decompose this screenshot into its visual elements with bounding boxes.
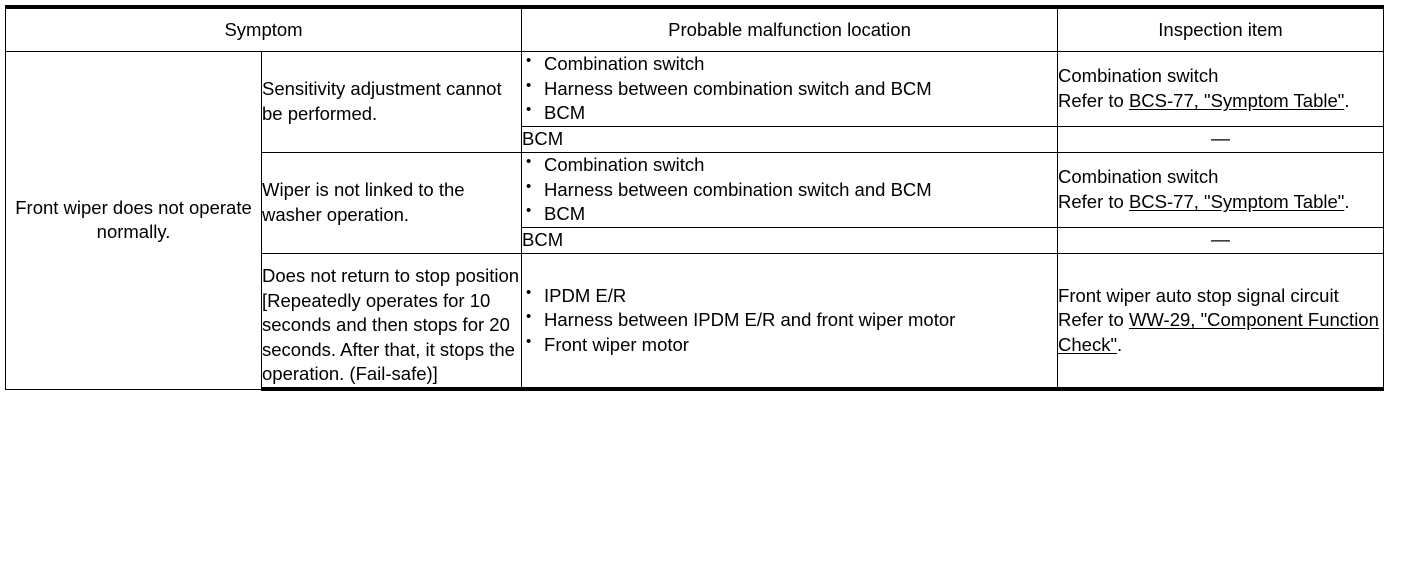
inspection-reference: Refer to BCS-77, "Symptom Table".	[1058, 89, 1383, 114]
inspection-cell: Combination switch Refer to BCS-77, "Sym…	[1057, 152, 1385, 228]
sub-symptom-label: Sensitivity adjustment cannot be perform…	[262, 78, 502, 125]
inspection-line: Combination switch	[1058, 65, 1219, 87]
location-cell: BCM	[521, 125, 1059, 154]
sub-symptom-label: Does not return to stop position [Repeat…	[262, 265, 520, 385]
refer-prefix: Refer to	[1058, 89, 1129, 111]
table-row: BCM —	[6, 226, 1385, 255]
reference-link[interactable]: BCS-77, "Symptom Table"	[1128, 190, 1345, 212]
inspection-reference: Refer to WW-29, "Component Function Chec…	[1058, 308, 1383, 357]
column-header-probable-malfunction-location: Probable malfunction location	[521, 5, 1059, 52]
sub-symptom-cell-washer-link: Wiper is not linked to the washer operat…	[260, 152, 523, 255]
location-cell: Combination switch Harness between combi…	[521, 152, 1059, 228]
refer-prefix: Refer to	[1058, 190, 1129, 212]
inspection-cell: Combination switch Refer to BCS-77, "Sym…	[1057, 51, 1385, 127]
list-item: Combination switch	[522, 51, 1057, 77]
column-header-inspection-item: Inspection item	[1057, 5, 1385, 52]
table-row: Front wiper does not operate normally. S…	[5, 50, 1385, 390]
reference-link[interactable]: BCS-77, "Symptom Table"	[1128, 89, 1345, 111]
location-cell: Combination switch Harness between combi…	[521, 51, 1059, 127]
symptom-group-label: Front wiper does not operate normally.	[15, 196, 252, 243]
location-plain-text: BCM	[522, 128, 564, 150]
location-cell: IPDM E/R Harness between IPDM E/R and fr…	[521, 253, 1059, 392]
location-bullet-list: IPDM E/R Harness between IPDM E/R and fr…	[522, 283, 1057, 358]
list-item: Harness between combination switch and B…	[522, 177, 1057, 203]
list-item: BCM	[522, 100, 1057, 126]
inspection-line: Combination switch	[1058, 166, 1219, 188]
list-item: Harness between combination switch and B…	[522, 76, 1057, 102]
inspection-line: Front wiper auto stop signal circuit	[1058, 284, 1339, 306]
location-plain-text: BCM	[522, 229, 564, 251]
refer-suffix: .	[1117, 333, 1123, 355]
location-bullet-list: Combination switch Harness between combi…	[522, 152, 1057, 227]
column-header-symptom: Symptom	[4, 5, 523, 52]
refer-suffix: .	[1344, 190, 1350, 212]
sub-symptom-cell-stop-position: Does not return to stop position [Repeat…	[260, 253, 523, 392]
sub-symptom-label: Wiper is not linked to the washer operat…	[262, 179, 465, 226]
table-body: Front wiper does not operate normally. S…	[5, 50, 1385, 392]
inspection-reference: Refer to BCS-77, "Symptom Table".	[1058, 190, 1383, 215]
location-cell: BCM	[521, 226, 1059, 255]
inspection-cell: Front wiper auto stop signal circuit Ref…	[1057, 253, 1385, 392]
list-item: Front wiper motor	[522, 332, 1057, 358]
table-header: Symptom Probable malfunction location In…	[4, 5, 1385, 52]
list-item: IPDM E/R	[522, 283, 1057, 309]
symptom-diagnosis-table: Symptom Probable malfunction location In…	[4, 5, 1385, 392]
reference-link[interactable]: WW-29, "Component Function Check"	[1058, 309, 1379, 355]
list-item: Harness between IPDM E/R and front wiper…	[522, 307, 1057, 333]
location-bullet-list: Combination switch Harness between combi…	[522, 51, 1057, 126]
inspection-cell: —	[1057, 226, 1385, 255]
list-item: BCM	[522, 201, 1057, 227]
inspection-dash: —	[1211, 229, 1231, 251]
inspection-dash: —	[1211, 128, 1231, 150]
list-item: Combination switch	[522, 152, 1057, 178]
table-row: BCM —	[6, 125, 1385, 154]
table-row: Wiper is not linked to the washer operat…	[6, 152, 1385, 255]
sub-symptom-cell-sensitivity: Sensitivity adjustment cannot be perform…	[260, 50, 523, 154]
refer-prefix: Refer to	[1058, 309, 1129, 331]
inspection-cell: —	[1057, 125, 1385, 154]
symptom-group-cell: Front wiper does not operate normally.	[5, 51, 262, 390]
refer-suffix: .	[1344, 89, 1350, 111]
table-row: Does not return to stop position [Repeat…	[6, 253, 1385, 392]
header-row: Symptom Probable malfunction location In…	[4, 5, 1385, 52]
